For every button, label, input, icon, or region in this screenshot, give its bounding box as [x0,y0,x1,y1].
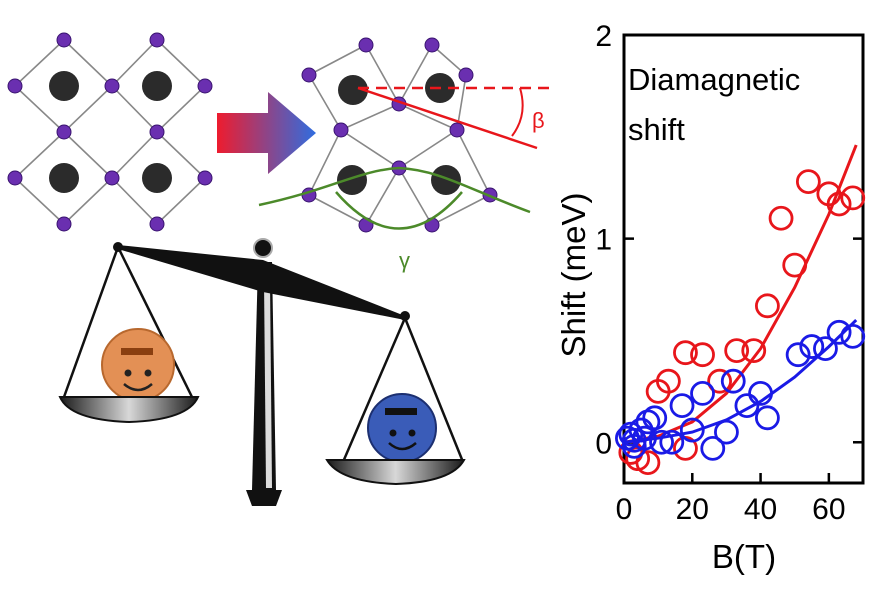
x-axis-ticks: 0 20 40 60 [616,473,846,526]
data-point [799,334,825,359]
data-point [785,342,811,368]
lattice-undistorted-atoms [7,32,213,232]
data-point [840,323,866,349]
y-tick-label: 0 [595,427,612,460]
series-1 [615,319,866,461]
x-tick-label: 40 [744,493,777,526]
y-tick-label: 2 [595,20,612,53]
lattice-distorted: β γ [258,37,555,273]
gamma-angle-arc [335,191,463,230]
data-point [734,393,760,419]
lattice-distorted-centers [337,73,461,195]
x-tick-label: 0 [616,493,633,526]
lattice-undistorted [7,32,213,232]
data-point [679,417,705,443]
electron-charge-bar [385,408,417,415]
x-tick-label: 60 [812,493,845,526]
fit-curve [623,319,858,444]
plot-frame [622,33,865,485]
data-point [690,342,715,368]
right-pan [325,317,466,486]
left-pan [58,246,200,424]
beta-tilted-line [357,86,538,150]
gamma-curve [258,166,531,214]
data-point [635,450,661,476]
transition-arrow [217,92,316,174]
data-point [755,293,780,319]
lattice-undistorted-centers [49,71,172,193]
data-point [840,185,866,211]
data-point [755,405,780,431]
beta-label: β [532,108,545,133]
x-tick-label: 20 [676,493,709,526]
balance-pillar [252,262,276,490]
data-point [690,380,715,406]
data-point [707,368,732,394]
y-axis-label: Shift (meV) [555,192,592,357]
y-tick-label: 1 [595,224,612,257]
beta-angle-arc [511,87,524,137]
left-pan-bowl [58,396,200,424]
gamma-label: γ [399,248,410,273]
data-point [655,368,681,394]
chart-annotation-line2: shift [628,112,685,147]
data-point [673,340,698,366]
diamagnetic-shift-chart: Diamagnetic shift 0 20 40 60 0 1 2 B(T) Shift… [555,20,866,575]
data-point [813,336,838,362]
data-point [741,338,767,364]
hole-charge-bar [121,348,153,355]
balance-beam [118,245,405,320]
right-pan-bowl [325,459,466,486]
data-point [714,419,739,445]
lattice-distorted-atoms [301,37,498,233]
series-0 [618,144,866,476]
data-point [700,435,726,461]
x-axis-label: B(T) [712,538,776,575]
data-point [669,393,695,419]
data-point [649,429,674,455]
y-axis-ticks: 0 1 2 [595,20,863,460]
balance-base [246,490,282,506]
balance-pivot [253,238,273,258]
data-point [826,319,852,345]
data-point [720,368,746,394]
chart-series [615,144,866,476]
data-point [642,405,668,431]
data-point [768,205,794,231]
data-point [724,338,750,364]
data-point [659,429,685,455]
data-point [826,191,852,217]
balance-scale [58,238,466,506]
data-point [795,169,821,195]
chart-annotation-line1: Diamagnetic [628,62,800,97]
lattice-undistorted-bonds [13,38,207,226]
